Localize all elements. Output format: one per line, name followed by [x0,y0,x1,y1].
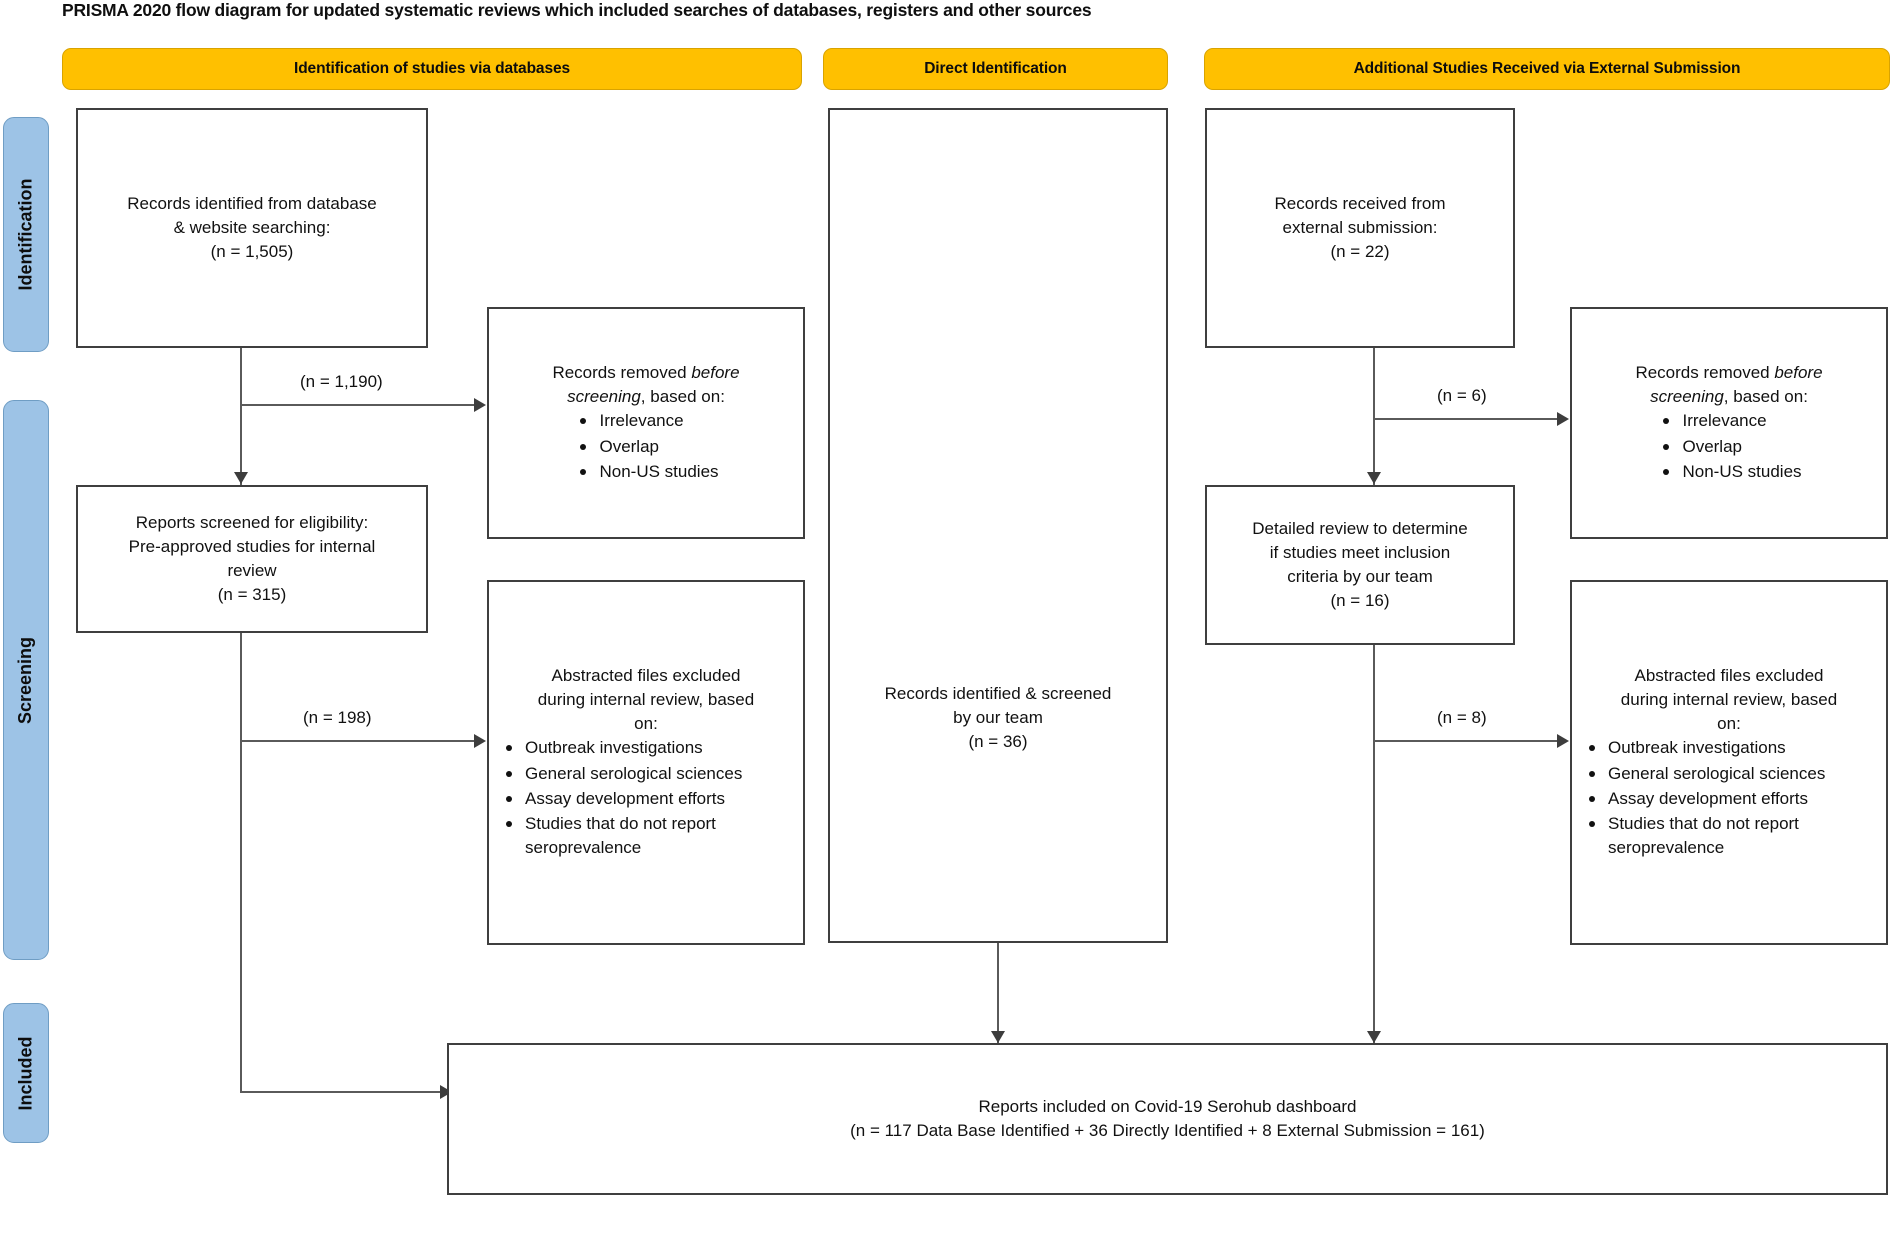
list-item: Assay development efforts [499,787,793,811]
db-screened-line2: Pre-approved studies for internal [128,536,376,556]
arrowhead-ext-to-included [1367,1031,1381,1043]
ext-records-line2: external submission: [1282,217,1438,237]
db-removed-em2: screening [567,387,641,407]
ext-removed-text1: Records removed [1635,363,1770,383]
flow-label-db-excluded: (n = 198) [303,708,372,727]
db-excluded-line1: Abstracted files excluded [551,666,741,685]
ext-excluded-line2: during internal review, based [1620,690,1838,710]
list-item: Overlap [1656,435,1801,459]
db-removed-bullets: Irrelevance Overlap Non-US studies [573,409,719,484]
stage-label-included-text: Included [15,1035,36,1111]
box-detailed-review-inclusion: Detailed review to determine if studies … [1205,485,1515,645]
list-item: Overlap [573,435,718,459]
ext-detail-line3: criteria by our team [1287,567,1433,586]
connector-db-removed-horizontal [240,404,474,406]
ext-removed-em1: before [1774,363,1823,383]
ext-excluded-bullets: Outbreak investigations General serologi… [1582,736,1876,861]
arrowhead-direct-to-included [991,1031,1005,1043]
list-item: General serological sciences [499,762,793,786]
list-item: Outbreak investigations [499,736,793,760]
box-reports-screened-eligibility: Reports screened for eligibility: Pre-ap… [76,485,428,633]
header-identification-via-databases: Identification of studies via databases [62,48,802,90]
list-item: General serological sciences [1582,762,1876,786]
ext-records-line1: Records received from [1274,193,1446,213]
connector-ext-excluded-horizontal [1373,740,1557,742]
connector-ext-removed-horizontal [1373,418,1557,420]
list-item: Non-US studies [573,460,719,484]
box-records-received-external: Records received from external submissio… [1205,108,1515,348]
db-removed-line2: screening, based on: [567,385,725,409]
box-reports-included-dashboard: Reports included on Covid-19 Serohub das… [447,1043,1888,1195]
list-item: Non-US studies [1656,460,1802,484]
arrowhead-ext-excluded [1557,734,1569,748]
list-item: Studies that do not report seroprevalenc… [499,812,793,860]
ext-removed-line2: screening, based on: [1650,385,1808,409]
db-excluded-bullets: Outbreak investigations General serologi… [499,736,793,861]
connector-direct-vertical [997,943,999,1043]
ext-records-line3: (n = 22) [1330,242,1390,262]
ext-detail-line4: (n = 16) [1330,591,1390,611]
db-removed-text2: , based on: [640,387,725,407]
box-records-removed-before-screening: Records removed before screening, based … [487,307,805,539]
arrowhead-db-to-screened [234,472,248,484]
box-direct-identification: Records identified & screened by our tea… [828,108,1168,943]
db-records-line2: & website searching: [173,217,331,237]
stage-label-screening: Screening [3,400,49,960]
box-records-removed-before-screening-external: Records removed before screening, based … [1570,307,1888,539]
stage-label-identification: Identification [3,117,49,352]
flow-label-db-removed: (n = 1,190) [300,372,383,391]
arrowhead-ext-removed [1557,412,1569,426]
list-item: Outbreak investigations [1582,736,1876,760]
connector-ext-vertical-1 [1373,348,1375,485]
box-records-identified-database: Records identified from database & websi… [76,108,428,348]
header-direct-identification: Direct Identification [823,48,1168,90]
stage-label-screening-text: Screening [15,636,36,724]
db-excluded-line3: on: [634,714,658,734]
ext-excluded-line3: on: [1717,714,1741,734]
ext-excluded-line1: Abstracted files excluded [1634,666,1824,685]
db-screened-line3: review [227,561,277,580]
db-records-line1: Records identified from database [127,193,377,213]
list-item: Assay development efforts [1582,787,1876,811]
direct-text-group: Records identified & screened by our tea… [885,682,1112,754]
stage-label-included: Included [3,1003,49,1143]
direct-line3: (n = 36) [968,732,1028,752]
connector-ext-vertical-2 [1373,645,1375,1043]
arrowhead-db-removed [474,398,486,412]
list-item: Irrelevance [573,409,718,433]
ext-detail-line1: Detailed review to determine [1252,518,1468,538]
included-line2: (n = 117 Data Base Identified + 36 Direc… [850,1121,1485,1140]
db-excluded-line2: during internal review, based [537,690,755,710]
ext-removed-em2: screening [1650,387,1724,407]
db-removed-text1: Records removed [552,363,687,383]
connector-db-vertical-1 [240,348,242,485]
header-external-submission: Additional Studies Received via External… [1204,48,1890,90]
box-abstracted-files-excluded-databases: Abstracted files excluded during interna… [487,580,805,945]
included-line1: Reports included on Covid-19 Serohub das… [978,1096,1357,1116]
direct-line1: Records identified & screened [884,683,1112,703]
ext-removed-line1: Records removed before [1635,361,1822,385]
db-screened-line4: (n = 315) [217,585,287,605]
db-removed-em1: before [691,363,740,383]
page-title: PRISMA 2020 flow diagram for updated sys… [62,0,1092,20]
connector-db-vertical-2 [240,633,242,1093]
connector-db-excluded-horizontal [240,740,474,742]
db-removed-line1: Records removed before [552,361,739,385]
connector-db-to-included [240,1091,440,1093]
list-item: Studies that do not report seroprevalenc… [1582,812,1876,860]
ext-removed-text2: , based on: [1723,387,1808,407]
list-item: Irrelevance [1656,409,1801,433]
ext-detail-line2: if studies meet inclusion [1269,542,1451,562]
arrowhead-ext-to-detail [1367,472,1381,484]
box-abstracted-files-excluded-external: Abstracted files excluded during interna… [1570,580,1888,945]
db-screened-line1: Reports screened for eligibility: [135,512,369,532]
flow-label-ext-excluded: (n = 8) [1437,708,1487,727]
flow-label-ext-removed: (n = 6) [1437,386,1487,405]
stage-label-identification-text: Identification [15,178,36,291]
db-records-line3: (n = 1,505) [210,242,294,262]
direct-line2: by our team [953,707,1043,727]
arrowhead-db-excluded [474,734,486,748]
ext-removed-bullets: Irrelevance Overlap Non-US studies [1656,409,1802,484]
